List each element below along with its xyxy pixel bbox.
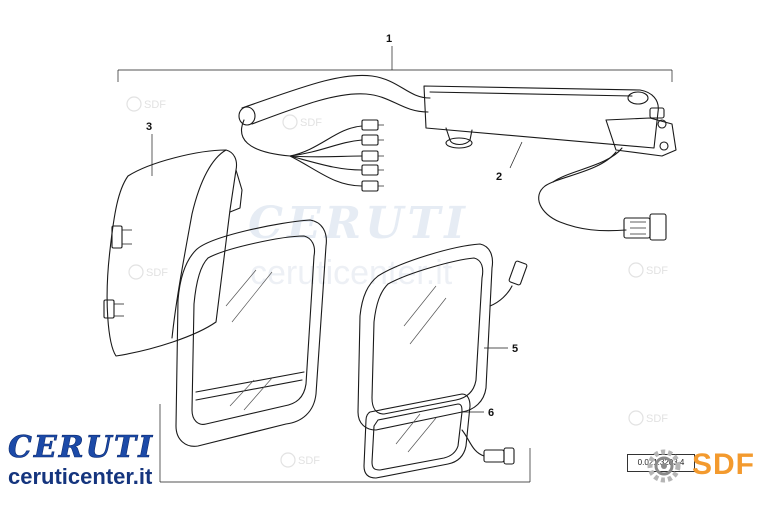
brand-site: ceruticenter.it xyxy=(8,464,153,489)
callout-6: 6 xyxy=(488,407,494,419)
callout-1: 1 xyxy=(386,33,392,45)
lower-bracket xyxy=(159,404,531,483)
sdf-logo-text: SDF xyxy=(692,448,755,481)
svg-text:SDF: SDF xyxy=(298,455,320,467)
watermark-sdf-6: SDF xyxy=(628,410,668,426)
svg-text:SDF: SDF xyxy=(144,99,166,111)
sdf-logo: SDF xyxy=(642,446,776,486)
watermark-sdf-2: SDF xyxy=(282,114,322,130)
watermark-sdf-4: SDF xyxy=(628,262,668,278)
watermark-sdf-5: SDF xyxy=(280,452,320,468)
mirror-glass-part-6 xyxy=(363,393,515,479)
watermark-layer: CERUTI ceruticenter.it SDF SDF SDF SDF S… xyxy=(126,96,668,468)
mirror-glass-part-5 xyxy=(357,243,528,431)
svg-text:SDF: SDF xyxy=(146,267,168,279)
sdf-gear-icon xyxy=(647,449,681,483)
svg-text:SDF: SDF xyxy=(300,117,322,129)
callout-5: 5 xyxy=(512,343,518,355)
watermark-site: ceruticenter.it xyxy=(250,254,453,292)
brand-name: CERUTI xyxy=(8,430,155,465)
mirror-arm-part-2 xyxy=(238,74,677,241)
assembly-bracket xyxy=(117,46,673,82)
mirror-housing xyxy=(175,219,327,447)
watermark-sdf-3: SDF xyxy=(128,264,168,280)
callout-2: 2 xyxy=(496,171,502,183)
rear-cover-part-3 xyxy=(103,149,243,357)
svg-text:SDF: SDF xyxy=(646,413,668,425)
watermark-sdf-1: SDF xyxy=(126,96,166,112)
ceruti-brand-logo: CERUTI ceruticenter.it xyxy=(8,430,155,490)
leader-2 xyxy=(509,141,523,169)
callout-3: 3 xyxy=(146,121,152,133)
svg-text:SDF: SDF xyxy=(646,265,668,277)
